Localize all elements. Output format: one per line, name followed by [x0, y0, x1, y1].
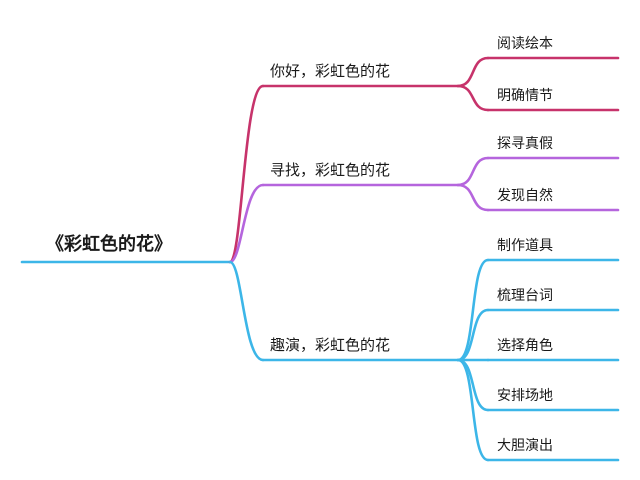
- leaf-3-5-label: 大胆演出: [497, 438, 553, 454]
- connector-layer: [20, 56, 620, 462]
- connector-branch-1-to-leaf-1: [456, 56, 490, 88]
- connector-branch-3-to-leaf-2: [456, 308, 490, 362]
- leaf-3-2-label: 梳理台词: [497, 288, 553, 304]
- connector-root-to-branch-3: [228, 260, 265, 362]
- branch-1-label: 你好，彩虹色的花: [270, 62, 390, 80]
- connector-branch-2-to-leaf-2: [456, 183, 490, 212]
- leaf-1-2-label: 明确情节: [497, 88, 553, 104]
- leaf-2-1-label: 探寻真假: [497, 136, 553, 152]
- connector-root-to-branch-1: [228, 84, 265, 264]
- leaf-3-3-label: 选择角色: [497, 337, 553, 354]
- connector-root-to-branch-2: [228, 183, 265, 264]
- connector-branch-3-to-leaf-5: [456, 358, 490, 462]
- leaf-3-4-label: 安排场地: [497, 388, 553, 404]
- leaf-2-2-label: 发现自然: [497, 187, 553, 204]
- branch-3-label: 趣演，彩虹色的花: [270, 336, 390, 354]
- connector-branch-3-to-leaf-1: [456, 258, 490, 362]
- branch-2-label: 寻找，彩虹色的花: [270, 161, 390, 179]
- root-node-label: 《彩虹色的花》: [46, 233, 172, 255]
- connector-branch-2-to-leaf-1: [456, 156, 490, 187]
- leaf-1-1-label: 阅读绘本: [497, 35, 553, 52]
- leaf-3-1-label: 制作道具: [497, 238, 553, 254]
- connector-branch-1-to-leaf-2: [456, 84, 490, 112]
